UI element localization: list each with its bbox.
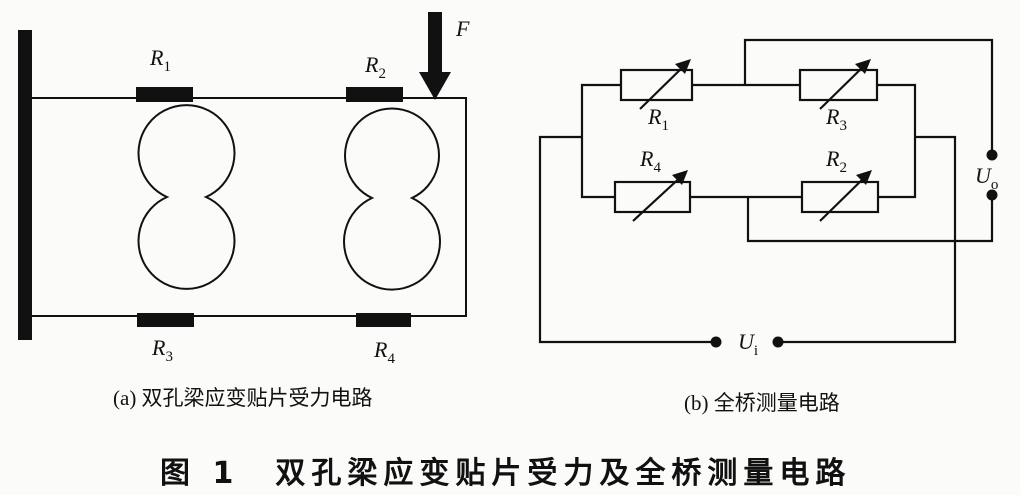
label-b-r1: R1	[647, 104, 669, 134]
output-terminal-bottom	[986, 189, 998, 201]
strain-gauge-r2	[346, 87, 403, 102]
label-b-r2: R2	[825, 146, 847, 176]
resistor-r3-arrowhead	[855, 59, 871, 74]
input-terminal-left	[710, 336, 722, 348]
label-ui: Ui	[738, 329, 758, 359]
hole-right	[343, 107, 441, 291]
resistor-r2	[800, 180, 880, 214]
resistor-r1-arrowhead	[675, 59, 691, 74]
label-a-r1: R1	[149, 45, 171, 75]
input-wires	[538, 135, 957, 344]
label-uo: Uo	[975, 163, 998, 193]
resistor-r4-arrowhead	[672, 170, 688, 185]
label-a-r2: R2	[364, 52, 386, 82]
resistor-r4-arrow	[632, 173, 685, 222]
output-terminal-top	[986, 149, 998, 161]
resistor-r1-arrow	[639, 61, 689, 110]
beam-diagram	[18, 12, 467, 340]
label-b-r4: R4	[639, 146, 661, 176]
resistor-r3-arrow	[819, 61, 869, 110]
force-arrow-shaft	[428, 12, 442, 74]
fixed-wall	[18, 30, 32, 340]
figure-title: 图 1 双孔梁应变贴片受力及全桥测量电路	[160, 456, 852, 491]
caption-a: (a) 双孔梁应变贴片受力电路	[113, 386, 373, 410]
bridge-circuit	[538, 38, 998, 348]
output-wires	[743, 38, 994, 243]
label-a-r4: R4	[373, 337, 395, 367]
beam-outline	[32, 97, 467, 317]
resistor-r2-arrow	[819, 173, 869, 222]
force-arrow-head	[419, 72, 451, 100]
caption-b: (b) 全桥测量电路	[684, 391, 840, 415]
bridge-bottom-wires	[580, 137, 917, 199]
resistor-r3	[798, 68, 879, 102]
resistor-r4	[613, 180, 692, 214]
resistor-r1	[619, 68, 694, 102]
force-label: F	[455, 16, 470, 41]
input-terminal-right	[772, 336, 784, 348]
strain-gauge-r4	[356, 313, 411, 327]
strain-gauge-r3	[137, 313, 194, 327]
label-a-r3: R3	[151, 335, 173, 365]
label-b-r3: R3	[825, 104, 847, 134]
strain-gauge-r1	[136, 87, 193, 102]
resistor-r2-arrowhead	[856, 170, 872, 185]
hole-left	[137, 104, 236, 290]
